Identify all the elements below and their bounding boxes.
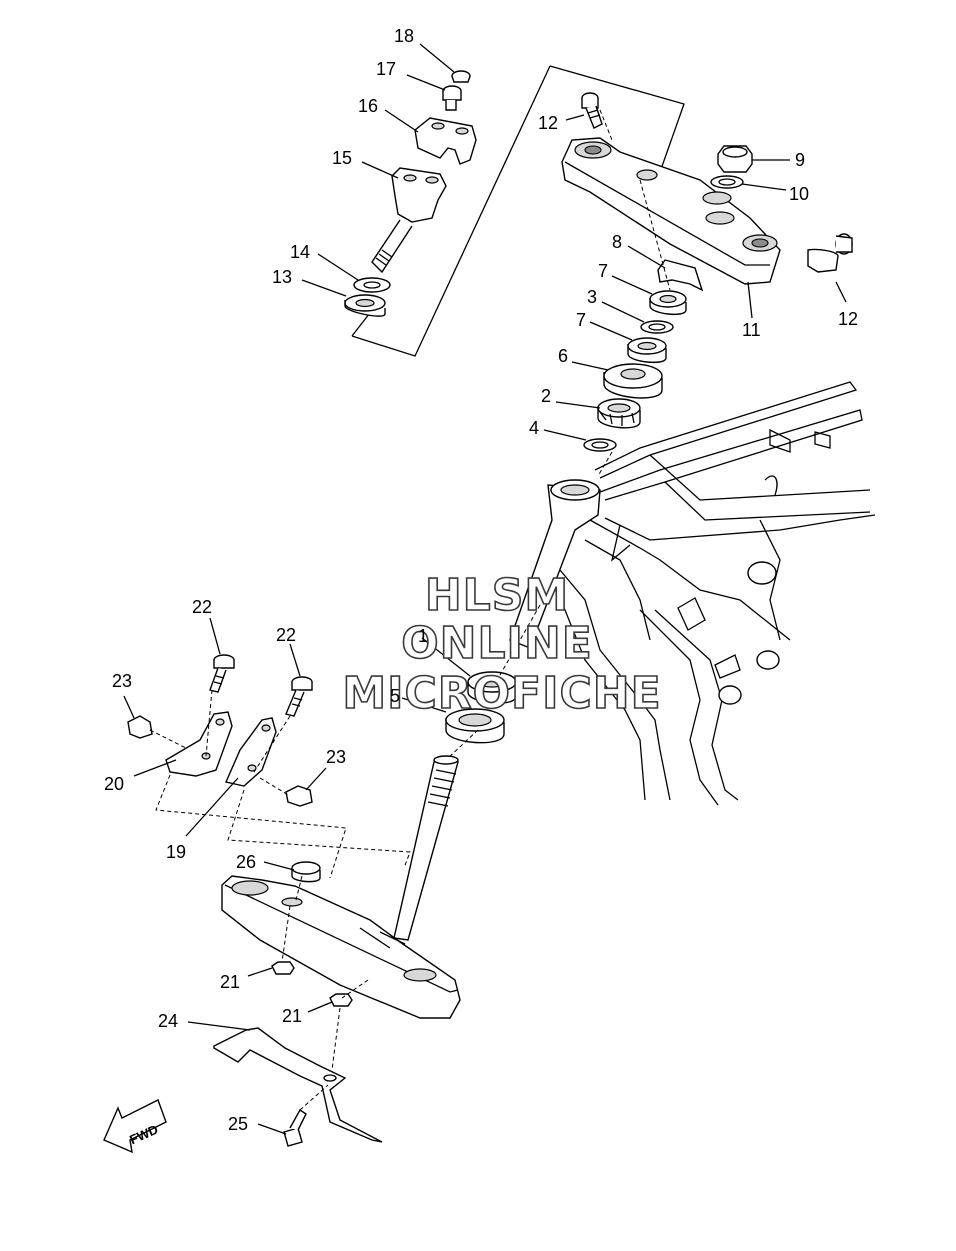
label-part-25: 25 — [228, 1114, 248, 1134]
label-part-22-right: 22 — [276, 625, 296, 645]
part-23-clip-b — [285, 785, 313, 807]
part-25-bolt — [283, 1108, 307, 1147]
part-13-damper — [344, 294, 386, 317]
label-part-20: 20 — [104, 774, 124, 794]
fwd-direction-arrow: FWD — [103, 1099, 167, 1154]
label-part-14: 14 — [290, 242, 310, 262]
label-part-6: 6 — [558, 346, 568, 366]
label-part-21-right: 21 — [282, 1006, 302, 1026]
label-part-13: 13 — [272, 267, 292, 287]
part-6-bearing-cover — [603, 363, 663, 399]
part-12-bolt-top — [581, 92, 603, 129]
part-22-bolt-a — [209, 654, 235, 693]
label-part-21-left: 21 — [220, 972, 240, 992]
label-part-3: 3 — [587, 287, 597, 307]
part-number-labels: 18 17 16 15 14 13 12 9 10 12 11 8 7 3 7 … — [104, 26, 858, 1134]
part-9-nut — [717, 145, 753, 173]
part-7-ring-nut-top — [649, 290, 687, 316]
label-part-26: 26 — [236, 852, 256, 872]
part-under-bracket — [221, 875, 461, 1019]
part-16-handlebar-upper-holder — [414, 117, 477, 165]
label-part-19: 19 — [166, 842, 186, 862]
label-part-9: 9 — [795, 150, 805, 170]
part-18-cap — [451, 70, 471, 83]
steering-stem-shaft — [393, 755, 459, 941]
label-part-4: 4 — [529, 418, 539, 438]
part-2-bearing — [597, 398, 641, 429]
watermark-line-3: MICROFICHE — [342, 668, 661, 719]
watermark-line-2: ONLINE — [401, 618, 593, 669]
label-part-8: 8 — [612, 232, 622, 252]
label-part-17: 17 — [376, 59, 396, 79]
watermark-line-1: HLSM — [425, 570, 569, 621]
label-part-23-left: 23 — [112, 671, 132, 691]
part-12-bolt-side — [807, 233, 853, 273]
part-21-nut-a — [271, 961, 295, 975]
label-part-7-top: 7 — [598, 261, 608, 281]
label-part-15: 15 — [332, 148, 352, 168]
part-1-bearing — [467, 671, 517, 704]
label-part-22-left: 22 — [192, 597, 212, 617]
part-8-lock-washer — [657, 259, 704, 292]
part-10-washer — [710, 175, 744, 189]
label-part-23-right: 23 — [326, 747, 346, 767]
part-5-oil-seal — [445, 708, 505, 744]
label-part-11: 11 — [742, 320, 761, 340]
label-part-18: 18 — [394, 26, 414, 46]
label-part-24: 24 — [158, 1011, 178, 1031]
assembly-dashed-lines — [149, 109, 671, 1111]
part-26-cap — [291, 861, 321, 883]
part-7-ring-nut-bottom — [627, 337, 667, 364]
leader-lines — [123, 43, 847, 1135]
label-part-10: 10 — [789, 184, 809, 204]
motorcycle-frame — [509, 381, 876, 806]
part-14-washer — [353, 277, 391, 293]
part-20-bracket — [165, 711, 233, 777]
watermark: HLSM ONLINE MICROFICHE — [342, 569, 662, 720]
part-23-clip-a — [127, 715, 153, 739]
part-19-bracket — [225, 717, 277, 787]
part-17-bolt — [442, 85, 462, 111]
part-24-cable-guide — [213, 1027, 383, 1143]
part-4-dust-seal — [583, 438, 617, 452]
part-21-nut-b — [329, 993, 353, 1007]
part-15-handlebar-lower-holder — [371, 167, 447, 274]
label-part-12-side: 12 — [838, 309, 858, 329]
label-part-12-top: 12 — [538, 113, 558, 133]
part-11-upper-bracket — [561, 137, 781, 285]
part-22-bolt-b — [285, 676, 313, 717]
label-part-16: 16 — [358, 96, 378, 116]
label-part-5: 5 — [390, 686, 400, 706]
label-part-1: 1 — [418, 626, 428, 646]
label-part-7-bottom: 7 — [576, 310, 586, 330]
part-3-washer — [640, 320, 674, 334]
label-part-2: 2 — [541, 386, 551, 406]
